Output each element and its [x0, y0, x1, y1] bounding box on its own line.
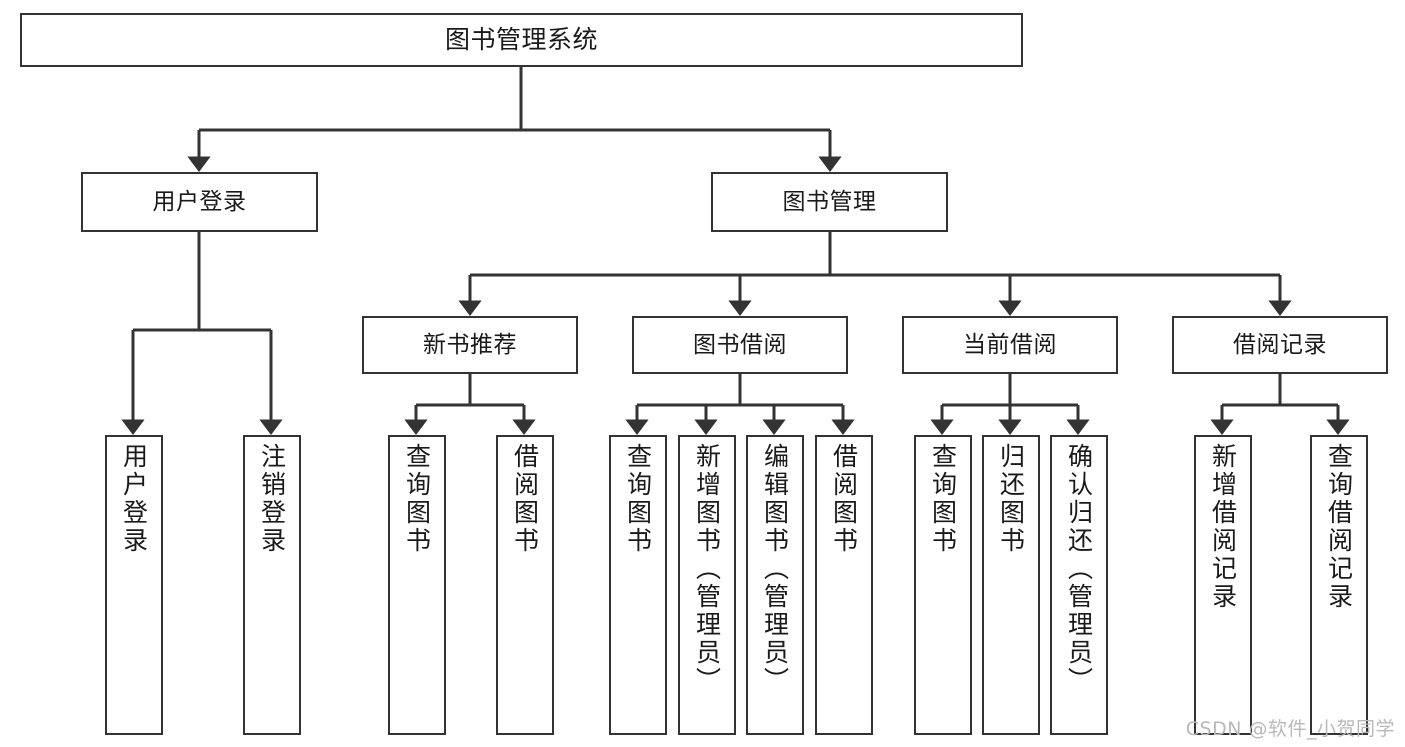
node-borrow-record[interactable]: 借阅记录 [1172, 316, 1388, 374]
leaf-borrow-book-label: 借阅图书 [829, 443, 859, 555]
node-current-borrow[interactable]: 当前借阅 [902, 316, 1118, 374]
node-root[interactable]: 图书管理系统 [20, 13, 1023, 67]
leaf-query-book-current-label: 查询图书 [928, 443, 958, 555]
watermark: CSDN @软件_小贺同学 [1185, 718, 1395, 740]
node-new-book-recommend-label: 新书推荐 [423, 331, 517, 358]
node-borrow-record-label: 借阅记录 [1233, 331, 1327, 358]
leaf-user-login-label: 用户登录 [119, 443, 149, 555]
leaf-borrow-book[interactable]: 借阅图书 [815, 435, 873, 735]
leaf-query-book-borrow[interactable]: 查询图书 [609, 435, 667, 735]
node-book-borrow[interactable]: 图书借阅 [632, 316, 848, 374]
leaf-logout[interactable]: 注销登录 [243, 435, 301, 735]
leaf-return-book-label: 归还图书 [996, 443, 1026, 555]
leaf-add-book-admin-label: 新增图书（管理员） [692, 443, 722, 695]
node-current-borrow-label: 当前借阅 [963, 331, 1057, 358]
leaf-query-borrow-record-label: 查询借阅记录 [1324, 443, 1354, 611]
node-book-management[interactable]: 图书管理 [711, 172, 948, 232]
node-book-borrow-label: 图书借阅 [693, 331, 787, 358]
leaf-confirm-return-admin-label: 确认归还（管理员） [1064, 443, 1094, 695]
leaf-add-borrow-record[interactable]: 新增借阅记录 [1194, 435, 1252, 735]
node-root-label: 图书管理系统 [444, 25, 598, 55]
leaf-return-book[interactable]: 归还图书 [982, 435, 1040, 735]
leaf-query-book-recommend[interactable]: 查询图书 [388, 435, 446, 735]
leaf-borrow-book-recommend-label: 借阅图书 [510, 443, 540, 555]
node-book-management-label: 图书管理 [782, 188, 877, 215]
leaf-edit-book-admin[interactable]: 编辑图书（管理员） [746, 435, 804, 735]
leaf-query-borrow-record[interactable]: 查询借阅记录 [1310, 435, 1368, 735]
leaf-query-book-recommend-label: 查询图书 [402, 443, 432, 555]
node-user-login-label: 用户登录 [152, 188, 247, 215]
leaf-edit-book-admin-label: 编辑图书（管理员） [760, 443, 790, 695]
leaf-logout-label: 注销登录 [257, 443, 287, 555]
leaf-user-login[interactable]: 用户登录 [105, 435, 163, 735]
leaf-confirm-return-admin[interactable]: 确认归还（管理员） [1050, 435, 1108, 735]
node-user-login[interactable]: 用户登录 [81, 172, 318, 232]
leaf-query-book-borrow-label: 查询图书 [623, 443, 653, 555]
node-new-book-recommend[interactable]: 新书推荐 [362, 316, 578, 374]
leaf-borrow-book-recommend[interactable]: 借阅图书 [496, 435, 554, 735]
leaf-add-borrow-record-label: 新增借阅记录 [1208, 443, 1238, 611]
leaf-add-book-admin[interactable]: 新增图书（管理员） [678, 435, 736, 735]
leaf-query-book-current[interactable]: 查询图书 [914, 435, 972, 735]
